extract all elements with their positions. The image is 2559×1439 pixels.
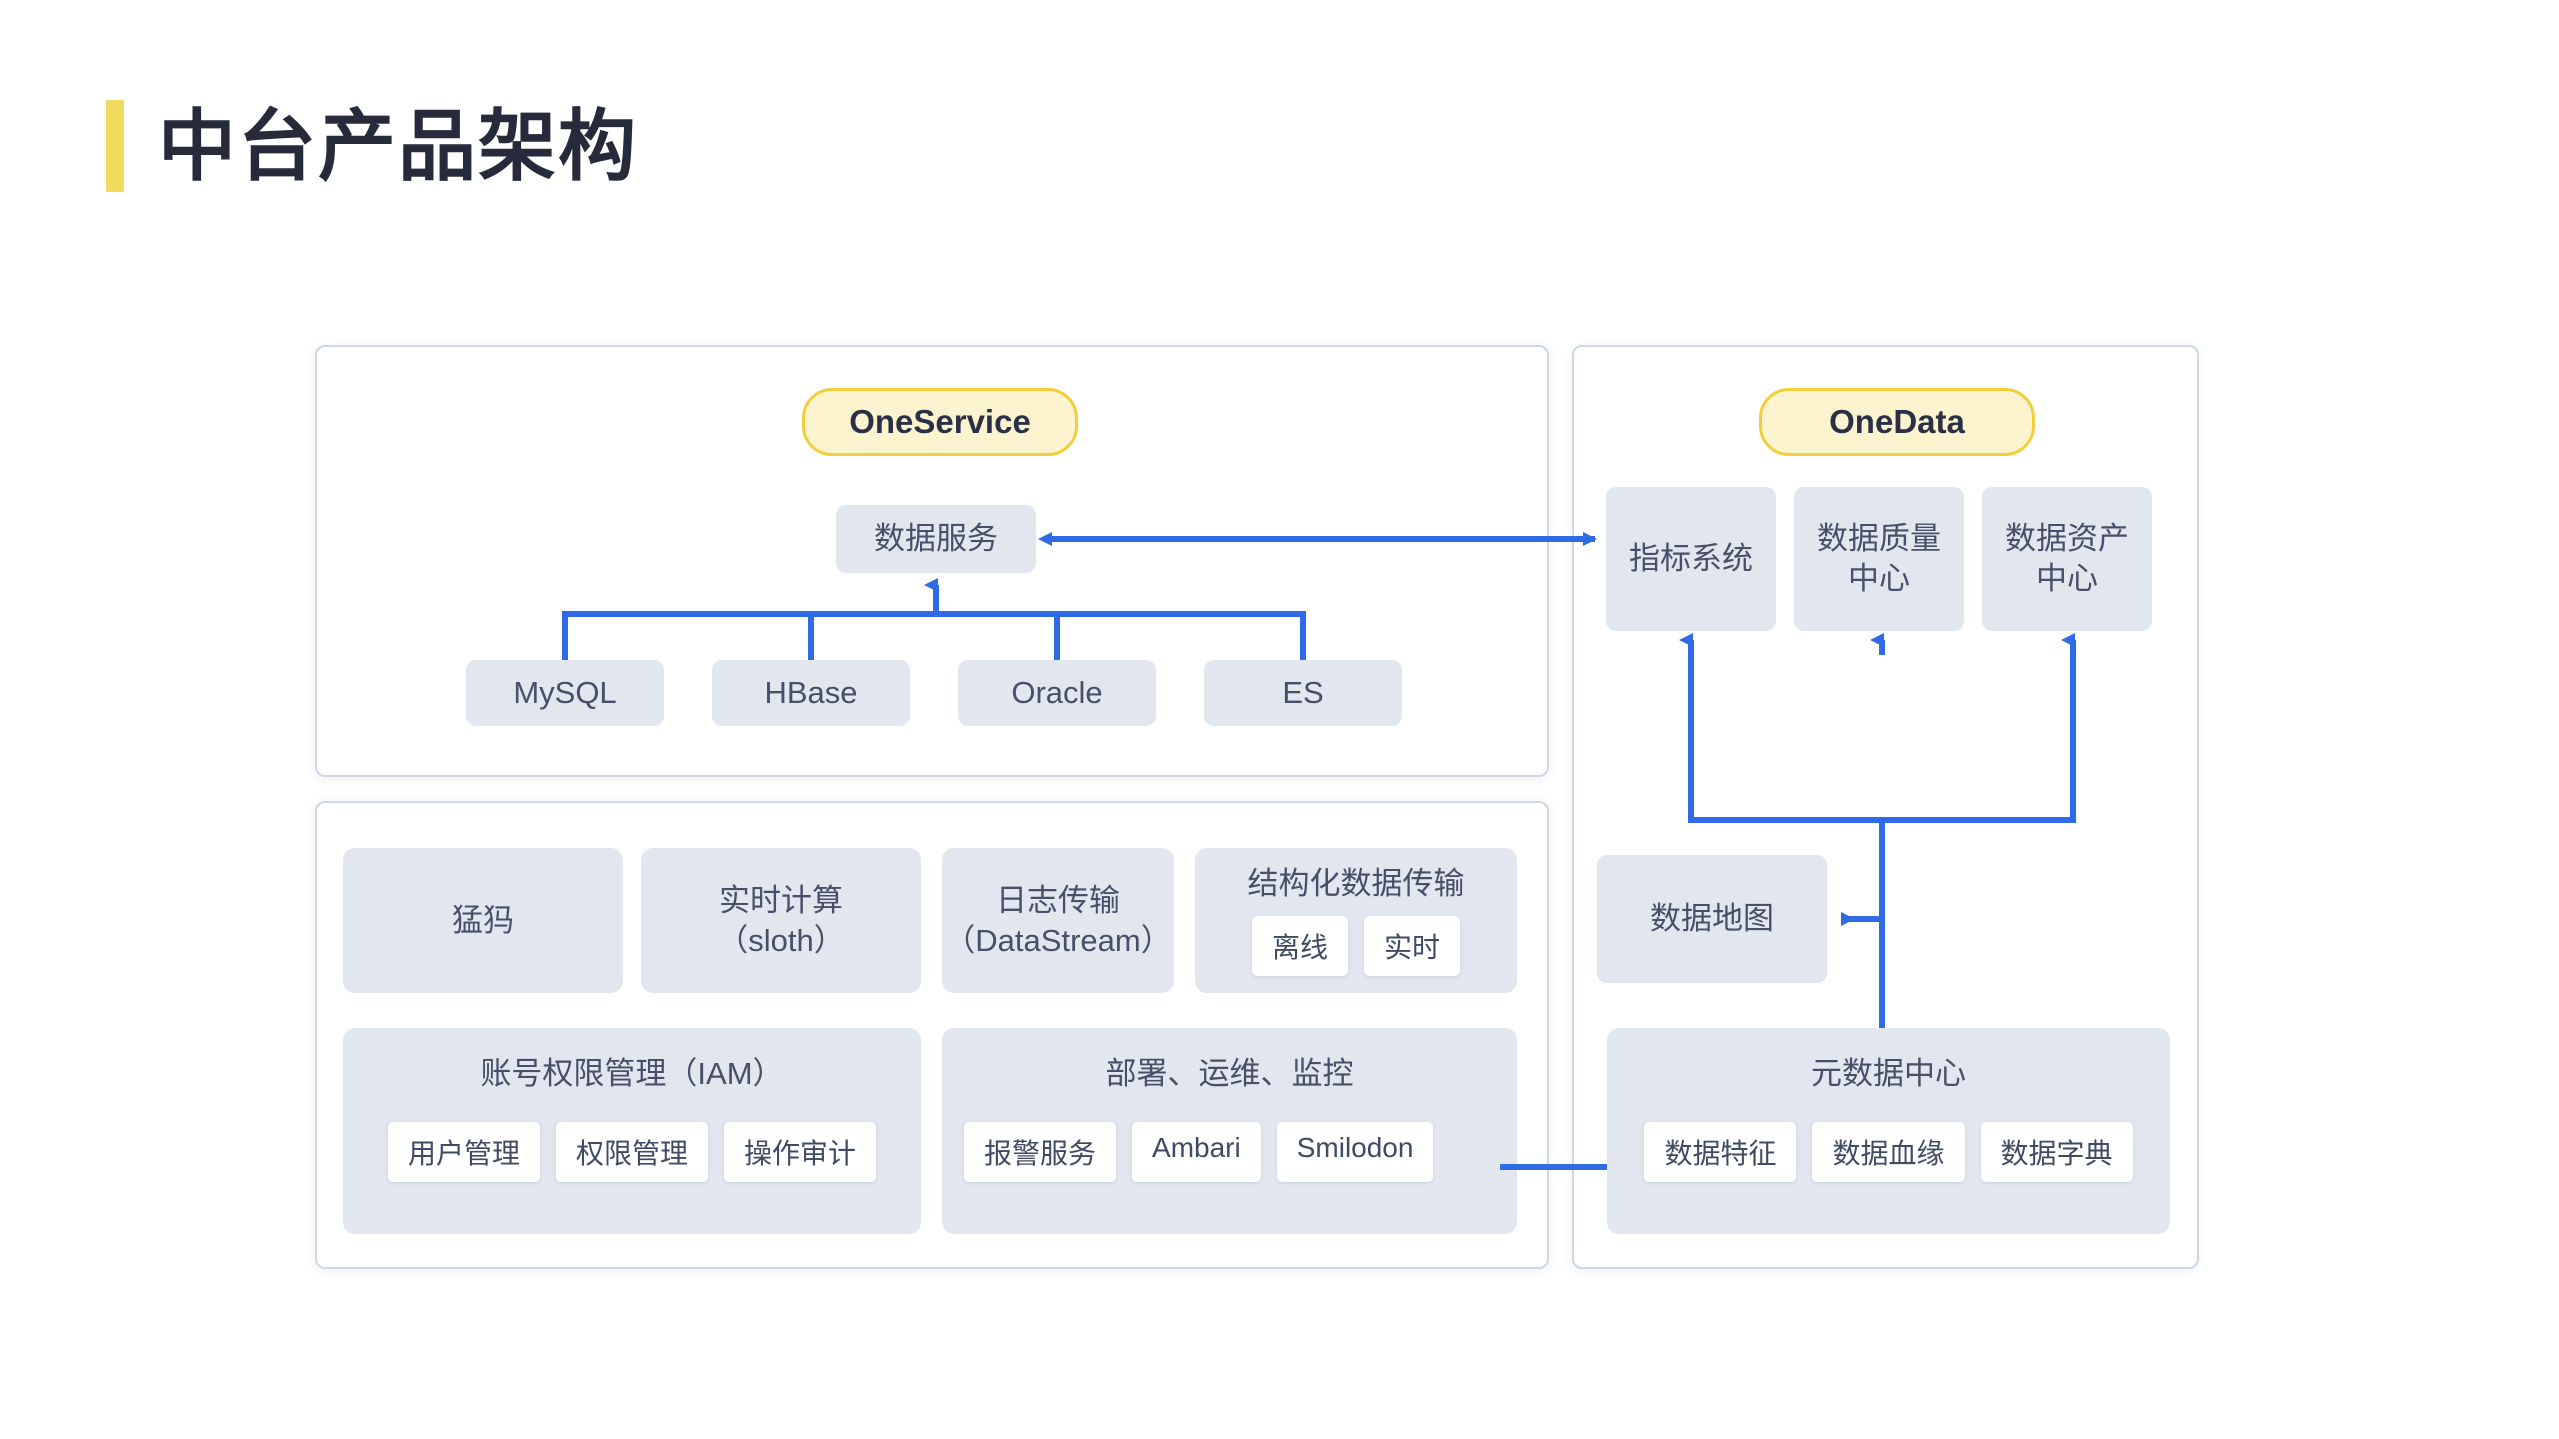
card-realtime-compute[interactable]: 实时计算 （sloth）: [641, 848, 921, 993]
card-log-transfer[interactable]: 日志传输 （DataStream）: [942, 848, 1174, 993]
node-data-service[interactable]: 数据服务: [836, 505, 1036, 573]
chip-permission-management[interactable]: 权限管理: [555, 1121, 708, 1182]
badge-oneservice: OneService: [802, 388, 1078, 456]
page-title: 中台产品架构: [106, 100, 638, 192]
card-mammoth[interactable]: 猛犸: [343, 848, 623, 993]
card-structured-transfer-chips: 离线 实时: [1195, 915, 1517, 976]
card-log-transfer-title: 日志传输 （DataStream）: [944, 882, 1172, 958]
node-data-map[interactable]: 数据地图: [1597, 855, 1827, 983]
card-iam[interactable]: 账号权限管理（IAM） 用户管理 权限管理 操作审计: [343, 1028, 921, 1234]
card-deploy-ops-monitor-chips: 报警服务 Ambari Smilodon: [942, 1121, 1517, 1182]
card-structured-transfer[interactable]: 结构化数据传输 离线 实时: [1195, 848, 1517, 993]
page-title-text: 中台产品架构: [158, 102, 639, 190]
card-metadata-center[interactable]: 元数据中心 数据特征 数据血缘 数据字典: [1607, 1028, 2170, 1234]
card-metadata-center-title: 元数据中心: [1811, 1056, 1966, 1091]
card-deploy-ops-monitor-title: 部署、运维、监控: [1105, 1056, 1354, 1091]
chip-user-management[interactable]: 用户管理: [387, 1121, 540, 1182]
card-deploy-ops-monitor[interactable]: 部署、运维、监控 报警服务 Ambari Smilodon: [942, 1028, 1517, 1234]
card-iam-title: 账号权限管理（IAM）: [480, 1056, 784, 1091]
node-data-quality-center[interactable]: 数据质量 中心: [1794, 487, 1964, 631]
chip-operation-audit[interactable]: 操作审计: [724, 1121, 877, 1182]
badge-onedata: OneData: [1759, 388, 2035, 456]
card-realtime-compute-title: 实时计算 （sloth）: [717, 882, 845, 958]
chip-ambari[interactable]: Ambari: [1132, 1121, 1261, 1182]
node-indicator-system[interactable]: 指标系统: [1606, 487, 1776, 631]
chip-smilodon[interactable]: Smilodon: [1276, 1121, 1434, 1182]
title-accent-bar: [106, 100, 124, 192]
node-data-asset-center[interactable]: 数据资产 中心: [1982, 487, 2152, 631]
chip-realtime[interactable]: 实时: [1364, 915, 1461, 976]
node-oracle[interactable]: Oracle: [958, 660, 1156, 726]
card-mammoth-title: 猛犸: [452, 902, 514, 938]
chip-offline[interactable]: 离线: [1251, 915, 1348, 976]
node-hbase[interactable]: HBase: [712, 660, 910, 726]
node-es[interactable]: ES: [1204, 660, 1402, 726]
card-iam-chips: 用户管理 权限管理 操作审计: [343, 1121, 921, 1182]
chip-alert-service[interactable]: 报警服务: [964, 1121, 1117, 1182]
chip-data-lineage[interactable]: 数据血缘: [1812, 1121, 1965, 1182]
card-structured-transfer-title: 结构化数据传输: [1247, 866, 1465, 901]
chip-data-feature[interactable]: 数据特征: [1644, 1121, 1797, 1182]
node-mysql[interactable]: MySQL: [466, 660, 664, 726]
chip-data-dictionary[interactable]: 数据字典: [1980, 1121, 2133, 1182]
card-metadata-center-chips: 数据特征 数据血缘 数据字典: [1607, 1121, 2170, 1182]
